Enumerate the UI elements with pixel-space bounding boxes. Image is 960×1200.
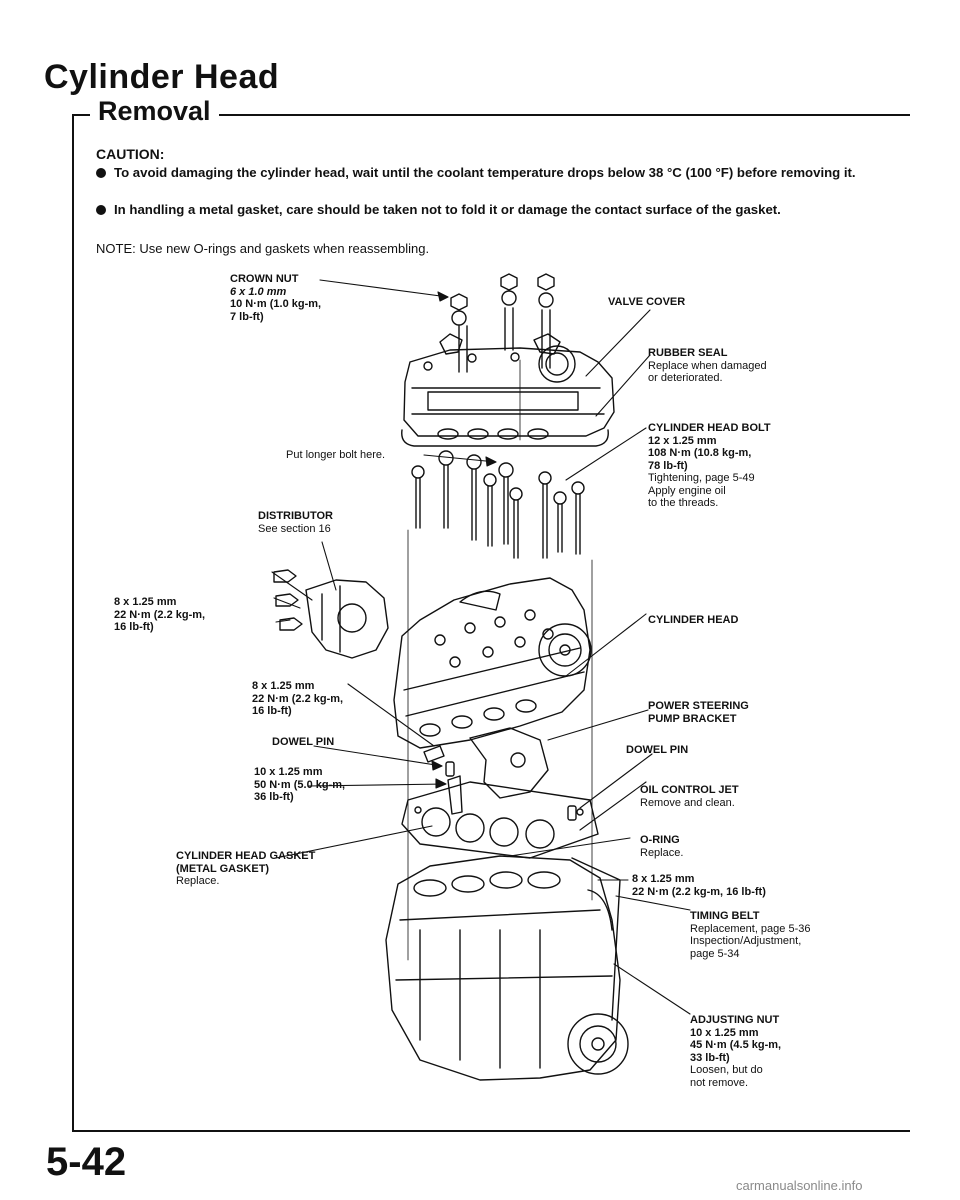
distributor-bolt-label: 8 x 1.25 mm 22 N·m (2.2 kg-m, 16 lb-ft): [114, 596, 206, 633]
crown-nut-label: CROWN NUT 6 x 1.0 mm 10 N·m (1.0 kg-m, 7…: [230, 273, 322, 323]
bolt-10-label: 10 x 1.25 mm 50 N·m (5.0 kg-m, 36 lb-ft): [254, 766, 346, 803]
dowel-pin-left-label: DOWEL PIN: [272, 736, 335, 748]
watermark-text: carmanualsonline.info: [736, 1178, 863, 1193]
caution-title: CAUTION:: [96, 146, 165, 162]
o-ring-label: O-RING Replace.: [640, 834, 684, 859]
cylinder-head-icon: [393, 577, 592, 749]
valve-cover-label: VALVE COVER: [608, 296, 686, 308]
caution-text-1: To avoid damaging the cylinder head, wai…: [114, 165, 856, 180]
caution-item-2: In handling a metal gasket, care should …: [96, 201, 914, 218]
power-steering-bracket-icon: [469, 727, 549, 799]
head-gasket-icon: [401, 781, 599, 859]
cylinder-head-label: CYLINDER HEAD: [648, 614, 739, 626]
valve-cover-icon: [401, 345, 615, 447]
distributor-icon: [273, 569, 389, 659]
bracket-bolt-label: 8 x 1.25 mm 22 N·m (2.2 kg-m, 16 lb-ft): [252, 680, 344, 717]
caution-text-2: In handling a metal gasket, care should …: [114, 202, 781, 217]
dowel-pin-icons: [423, 745, 577, 821]
crown-nut-icons: [439, 273, 561, 373]
head-gasket-label: CYLINDER HEAD GASKET (METAL GASKET) Repl…: [176, 850, 316, 887]
section-title: Removal: [90, 96, 219, 127]
oil-control-jet-label: OIL CONTROL JET Remove and clean.: [640, 784, 739, 809]
timing-belt-label: TIMING BELT Replacement, page 5-36 Inspe…: [690, 910, 811, 960]
adjusting-nut-label: ADJUSTING NUT 10 x 1.25 mm 45 N·m (4.5 k…: [690, 1014, 782, 1089]
alignment-lines: [407, 359, 593, 961]
bullet-icon: [96, 205, 106, 215]
rubber-seal-label: RUBBER SEAL Replace when damaged or dete…: [648, 347, 767, 384]
power-steering-bracket-label: POWER STEERING PUMP BRACKET: [648, 700, 749, 725]
cylinder-head-bolt-icons: [411, 450, 585, 559]
bolt-8-right-label: 8 x 1.25 mm 22 N·m (2.2 kg-m, 16 lb-ft): [632, 873, 766, 898]
leader-lines: [271, 279, 691, 1015]
section-rule-left: [72, 114, 74, 1132]
dowel-pin-right-label: DOWEL PIN: [626, 744, 689, 756]
section-rule-top: [72, 114, 910, 116]
note-text: NOTE: Use new O-rings and gaskets when r…: [96, 241, 430, 256]
distributor-label: DISTRIBUTOR See section 16: [258, 510, 333, 535]
longer-bolt-note: Put longer bolt here.: [286, 449, 386, 461]
bullet-icon: [96, 168, 106, 178]
section-rule-bottom: [72, 1130, 910, 1132]
caution-item-1: To avoid damaging the cylinder head, wai…: [96, 164, 914, 181]
cylinder-head-bolt-label: CYLINDER HEAD BOLT 12 x 1.25 mm 108 N·m …: [648, 422, 771, 509]
page-title: Cylinder Head: [44, 58, 280, 96]
page-number: 5-42: [46, 1140, 127, 1184]
